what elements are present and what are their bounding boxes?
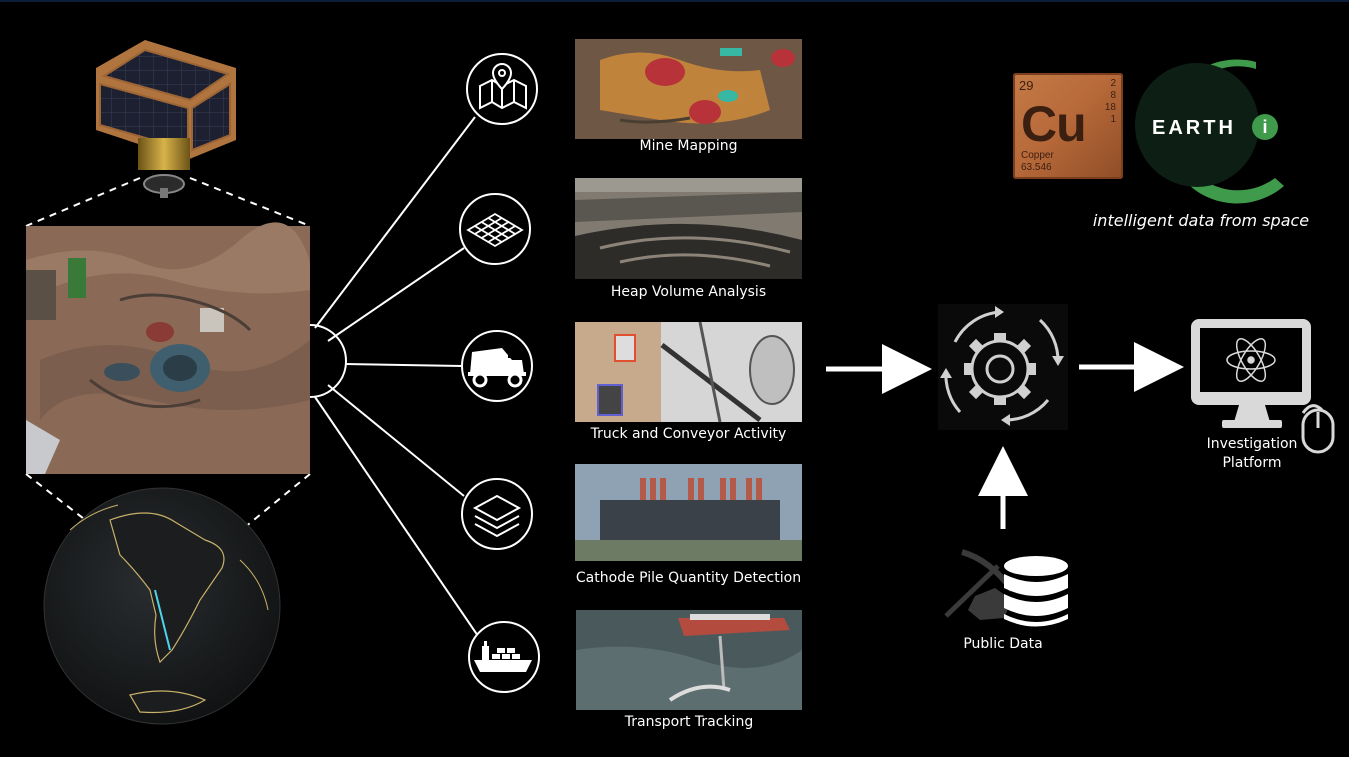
label-investigation-line1: Investigation [1206,436,1298,452]
element-number: 29 [1019,78,1034,93]
processing-gear-icon [938,304,1068,430]
brand-word: EARTH [1152,117,1236,139]
element-mass: 63.546 [1021,162,1052,173]
map-pin-icon [479,62,527,110]
thumb-truck-conveyor [575,321,802,423]
label-public-data: Public Data [963,636,1043,652]
layers-icon [472,494,522,538]
haul-truck-icon [468,348,526,388]
label-heap-volume: Heap Volume Analysis [610,284,767,300]
brand-letter: i [1252,114,1278,140]
top-border [0,0,1349,2]
label-investigation-line2: Platform [1222,455,1282,471]
shell-1: 2 [1110,78,1116,89]
computer-monitor-icon [1191,319,1335,454]
icon-circle-transport [468,621,540,693]
icon-circle-mine-mapping [466,53,538,125]
fan-connector [309,116,479,637]
shell-3: 18 [1104,102,1116,113]
element-name: Copper [1021,150,1054,161]
cargo-ship-icon [474,641,532,672]
copper-element-tile: 29 Cu Copper 63.546 2 8 18 1 [1013,73,1123,179]
public-data-icon [944,549,1068,627]
database-icon [1004,556,1068,627]
globe-image [43,487,281,725]
thumb-mine-mapping [575,39,802,139]
terrain-grid-icon [466,212,524,248]
label-truck-conveyor: Truck and Conveyor Activity [590,426,787,442]
label-transport: Transport Tracking [624,714,754,730]
icon-circle-heap-volume [459,193,531,265]
element-shells: 2 8 18 1 [1105,78,1116,126]
icon-circle-cathode [461,478,533,550]
label-cathode-pile: Cathode Pile Quantity Detection [575,570,802,586]
pickaxe-icon [944,549,1015,620]
element-symbol: Cu [1021,96,1087,152]
mine-aerial-image [26,222,310,474]
mouse-icon [1301,404,1335,454]
thumb-heap-volume [575,178,802,279]
tagline: intelligent data from space [1092,211,1310,230]
atom-icon [1226,337,1276,383]
satellite-image [96,40,236,198]
label-investigation-platform: Investigation Platform [1190,435,1314,473]
shell-2: 8 [1110,90,1116,101]
shell-4: 1 [1110,114,1116,125]
icon-circle-truck [461,330,533,402]
thumb-cathode-pile [575,464,802,561]
label-mine-mapping: Mine Mapping [639,138,738,154]
thumb-transport [576,610,802,710]
earth-i-logo [1135,59,1284,204]
